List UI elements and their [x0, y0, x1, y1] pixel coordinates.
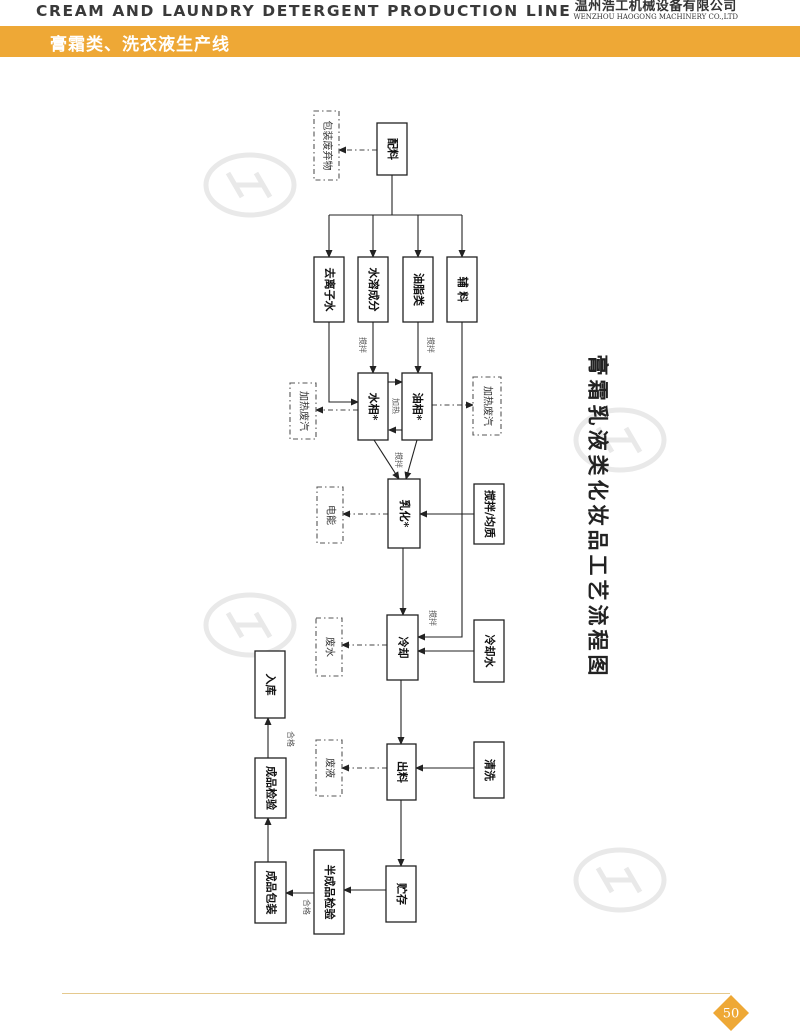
edge-label-jiaoban-2: 搅拌: [426, 337, 436, 353]
svg-text:搅拌/均质: 搅拌/均质: [483, 490, 497, 538]
svg-text:贮存: 贮存: [395, 882, 409, 905]
node-youxiang: 油相*: [401, 372, 433, 441]
node-ruku: 入库: [254, 650, 286, 719]
svg-text:辅 料: 辅 料: [456, 277, 470, 303]
diagram-title: 膏霜乳液类化妆品工艺流程图: [586, 355, 611, 680]
node-dianneng: 电能: [316, 486, 344, 544]
node-youzhi-lei: 油脂类: [402, 256, 434, 323]
node-zhucun: 贮存: [385, 865, 417, 923]
svg-text:废水: 废水: [324, 637, 337, 657]
node-lengque: 冷却: [386, 614, 419, 681]
svg-text:油脂类: 油脂类: [412, 273, 426, 307]
svg-text:去离子水: 去离子水: [323, 268, 337, 313]
svg-text:加热废汽: 加热废汽: [482, 386, 495, 426]
node-ruhua: 乳化*: [387, 478, 421, 549]
svg-text:成品检验: 成品检验: [265, 766, 279, 811]
svg-text:入库: 入库: [264, 674, 278, 696]
node-feishui: 废水: [315, 617, 343, 677]
node-chuliao: 出料: [386, 743, 417, 801]
footer-divider: [62, 993, 730, 994]
node-fuliao: 辅 料: [446, 256, 478, 323]
node-lengqueshui: 冷却水: [473, 619, 505, 683]
node-qingxi: 清洗: [473, 741, 505, 799]
node-chengpin-baozhuang: 成品包装: [254, 861, 287, 924]
svg-text:冷却: 冷却: [397, 637, 411, 659]
edge-label-jiaoban-1: 搅拌: [358, 337, 368, 353]
svg-text:包装废弃物: 包装废弃物: [321, 121, 334, 171]
node-shuixiang: 水相*: [357, 372, 389, 441]
node-feiye: 废液: [315, 739, 343, 797]
node-jiare-feiqi-left: 加热废汽: [289, 382, 317, 440]
svg-text:出料: 出料: [396, 761, 410, 783]
svg-text:油相*: 油相*: [411, 393, 425, 421]
node-banchengpin-jianyan: 半成品检验: [313, 849, 345, 935]
svg-text:废液: 废液: [324, 758, 337, 778]
page-number: 50: [723, 1007, 740, 1022]
node-peiliao: 配料: [376, 122, 408, 176]
edge-label-hege-1: 合格: [302, 899, 312, 915]
node-jiare-feiqi-right: 加热废汽: [472, 376, 502, 436]
company-name-cn: 温州浩工机械设备有限公司: [574, 0, 737, 14]
svg-text:配料: 配料: [386, 138, 400, 160]
header-banner: 膏霜类、洗衣液生产线: [0, 26, 800, 57]
svg-text:乳化*: 乳化*: [398, 500, 412, 528]
svg-text:冷却水: 冷却水: [483, 635, 497, 669]
node-chengpin-jianyan: 成品检验: [254, 757, 287, 819]
svg-text:电能: 电能: [325, 505, 338, 525]
node-jiaoban-junzhi: 搅拌/均质: [473, 483, 505, 545]
edge-label-jiaoban-3: 搅拌: [394, 452, 404, 468]
node-baozhuang-feiqiwu: 包装废弃物: [313, 110, 340, 181]
node-qulizishui: 去离子水: [313, 256, 345, 323]
node-shuirong-chengfen: 水溶成分: [357, 256, 389, 323]
company-logo-text: 温州浩工机械设备有限公司 WENZHOU HAOGONG MACHINERY C…: [573, 0, 738, 21]
page-number-badge: 50: [713, 995, 749, 1031]
header-title-en: CREAM AND LAUNDRY DETERGENT PRODUCTION L…: [36, 2, 572, 20]
edge-label-jiare: 加热: [391, 398, 401, 414]
company-name-en: WENZHOU HAOGONG MACHINERY CO.,LTD: [573, 13, 738, 21]
svg-text:半成品检验: 半成品检验: [323, 865, 337, 921]
edge-label-jiaoban-4: 搅拌: [428, 610, 438, 626]
flow-connectors: [264, 146, 474, 897]
svg-text:清洗: 清洗: [483, 759, 497, 781]
svg-text:水溶成分: 水溶成分: [367, 268, 381, 312]
svg-text:水相*: 水相*: [367, 393, 381, 421]
header-subtitle-cn: 膏霜类、洗衣液生产线: [50, 35, 230, 55]
watermark-logo-icon: [203, 152, 667, 913]
edge-label-hege-2: 合格: [286, 731, 296, 747]
svg-text:加热废汽: 加热废汽: [298, 391, 311, 431]
svg-text:成品包装: 成品包装: [265, 871, 279, 915]
